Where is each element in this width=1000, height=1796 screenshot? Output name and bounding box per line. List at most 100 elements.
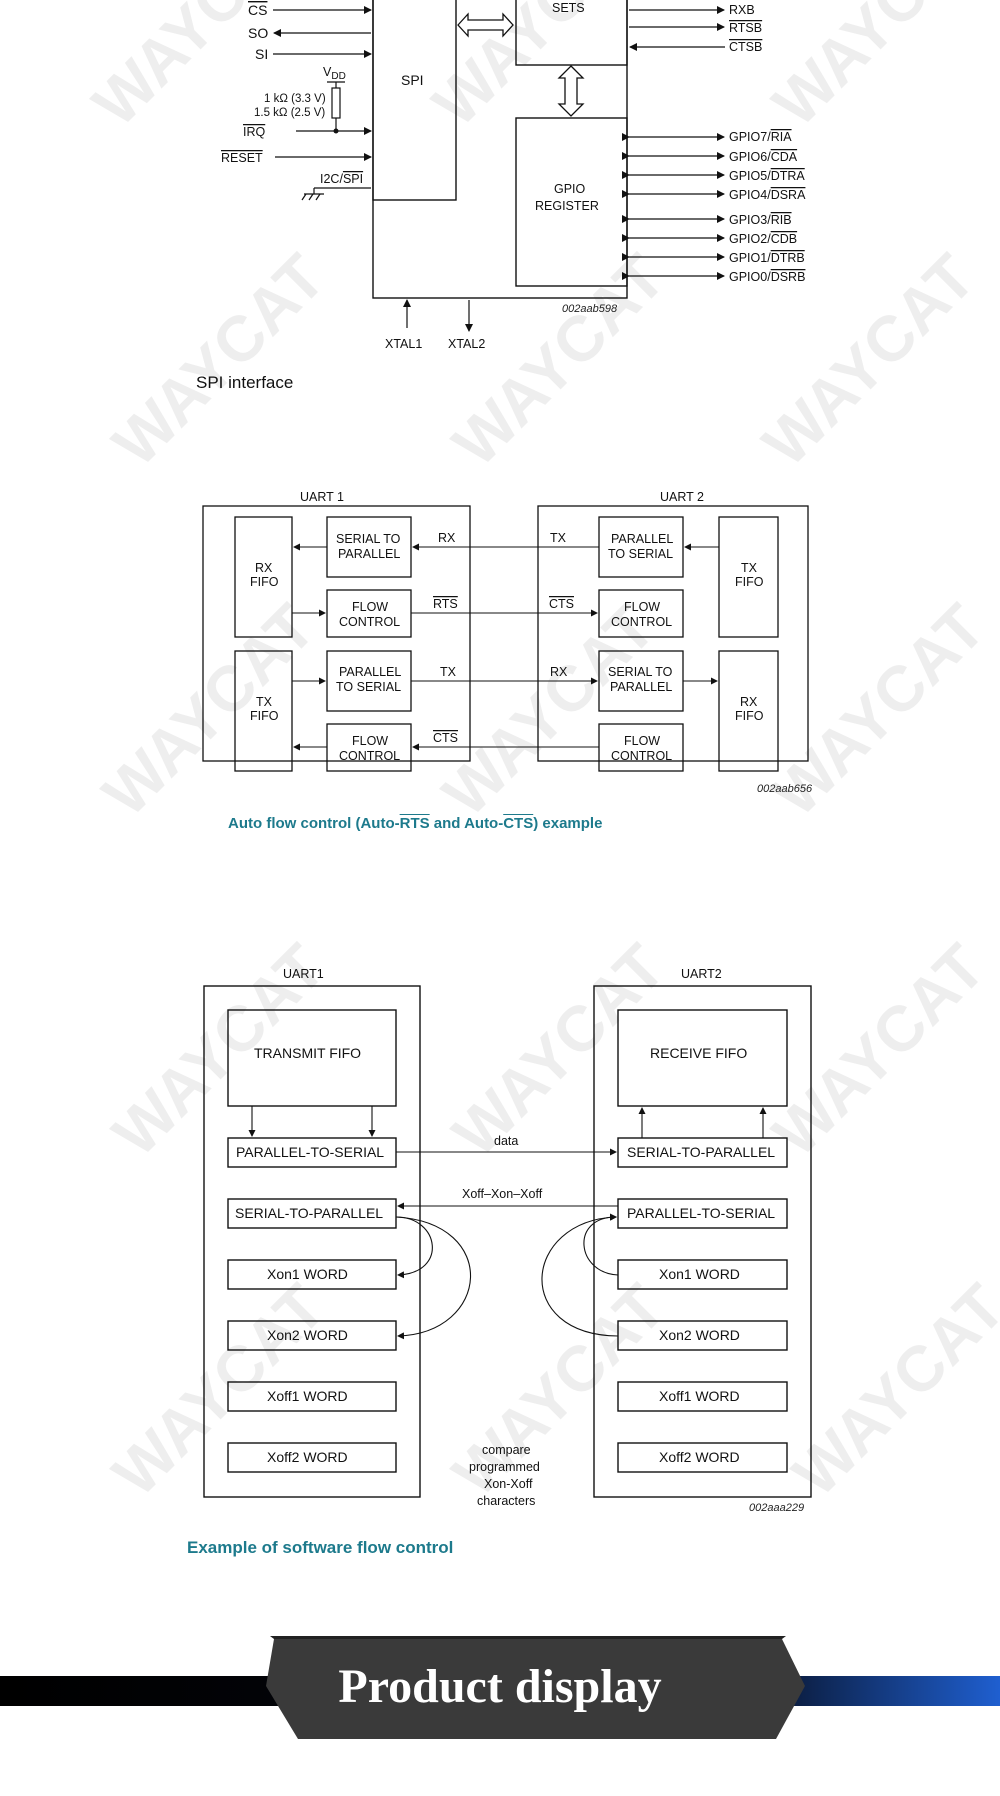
p2s-label: PARALLEL-TO-SERIAL <box>627 1205 775 1221</box>
xoff-xon-xoff-label: Xoff–Xon–Xoff <box>462 1187 543 1201</box>
p2s-label-2: TO SERIAL <box>336 680 401 694</box>
gpio4-label: GPIO4/DSRA <box>729 188 806 202</box>
s2p-label: SERIAL-TO-PARALLEL <box>235 1205 383 1221</box>
uart1-title: UART 1 <box>300 490 344 504</box>
uart1-xon2-box <box>227 1320 397 1351</box>
transmit-fifo-label: TRANSMIT FIFO <box>254 1045 361 1061</box>
data-arrow-label: data <box>494 1134 518 1148</box>
s2p-label: SERIAL-TO-PARALLEL <box>627 1144 775 1160</box>
bus-arrow-vertical <box>557 65 585 117</box>
uart2-tx-fifo <box>718 516 779 638</box>
xon2-label: Xon2 WORD <box>659 1327 740 1343</box>
caption-part: ) example <box>533 815 603 832</box>
uart1-frame <box>203 985 421 1498</box>
pullup-resistor <box>331 87 341 119</box>
flow-label: FLOW <box>352 734 388 748</box>
xtal2-label: XTAL2 <box>448 337 485 351</box>
gpio3-label: GPIO3/RIB <box>729 213 792 227</box>
auto-flow-caption: Auto flow control (Auto-RTS and Auto-CTS… <box>228 815 602 832</box>
xon1-label: Xon1 WORD <box>267 1266 348 1282</box>
uart1-xoff1-box <box>227 1381 397 1412</box>
pin-rtsb-label: RTSB <box>729 21 762 35</box>
tx-fifo-label: TX <box>256 695 273 709</box>
signal-cts-label: CTS <box>433 731 458 745</box>
flow-label-2: CONTROL <box>339 749 400 763</box>
tx-fifo-label-2: FIFO <box>735 575 764 589</box>
uart2-xoff2-box <box>617 1442 788 1473</box>
gpio2-label: GPIO2/CDB <box>729 232 797 246</box>
spi-block <box>372 0 457 201</box>
uart1-title: UART1 <box>283 967 324 981</box>
gpio5-label: GPIO5/DTRA <box>729 169 805 183</box>
uart1-xon1-box <box>227 1259 397 1290</box>
software-flow-control-diagram: UART1 UART2 TRANSMIT FIFO RECEIVE FIFO P… <box>203 967 812 1514</box>
pin-cs-label: CS <box>248 2 267 18</box>
compare-label-2: programmed <box>469 1460 540 1474</box>
xon1-label: Xon1 WORD <box>659 1266 740 1282</box>
uart1-frame <box>202 505 471 762</box>
p2s-label-2: TO SERIAL <box>608 547 673 561</box>
sets-block-label: SETS <box>552 1 585 15</box>
bus-arrow-horizontal <box>457 12 514 38</box>
tx-fifo-label-2: FIFO <box>250 709 279 723</box>
flow-label-2: CONTROL <box>611 749 672 763</box>
uart2-serial-to-parallel-box <box>617 1137 788 1168</box>
uart2-parallel-to-serial-box <box>617 1198 788 1229</box>
uart2-xoff1-box <box>617 1381 788 1412</box>
receive-fifo-label: RECEIVE FIFO <box>650 1045 747 1061</box>
pin-ctsb-label: CTSB <box>729 40 762 54</box>
rx-fifo-label-2: FIFO <box>250 575 279 589</box>
spi-block-label: SPI <box>401 72 424 88</box>
flow-label: FLOW <box>624 600 660 614</box>
spi-interface-diagram: CS SO SI VDD 1 kΩ (3.3 V) 1.5 kΩ (2.5 V)… <box>221 0 806 351</box>
xon2-label: Xon2 WORD <box>267 1327 348 1343</box>
product-display-banner <box>0 1636 1000 1739</box>
caption-part: Auto flow control (Auto- <box>228 815 400 832</box>
gpio-block-label-2: REGISTER <box>535 199 599 213</box>
resistor1-label: 1 kΩ (3.3 V) <box>264 93 326 105</box>
uart2-flow-control-top <box>598 589 684 638</box>
gpio-register-block <box>515 117 628 287</box>
tx-fifo-label: TX <box>741 561 758 575</box>
caption-cts: CTS <box>503 815 534 832</box>
rx-fifo-label: RX <box>740 695 758 709</box>
irq-label: IRQ <box>243 125 266 139</box>
p2s-label: PARALLEL <box>339 665 401 679</box>
compare-label-3: Xon-Xoff <box>484 1477 533 1491</box>
signal-rx-label: RX <box>550 665 568 679</box>
s2p-label: SERIAL TO <box>608 665 673 679</box>
s2p-label: SERIAL TO <box>336 532 401 546</box>
uart1-xoff2-box <box>227 1442 397 1473</box>
signal-rx-label: RX <box>438 531 456 545</box>
receive-fifo-box <box>617 1009 788 1107</box>
junction-dot <box>333 128 339 134</box>
gpio-block-label: GPIO <box>554 182 586 196</box>
sets-block <box>515 0 628 66</box>
gpio7-label: GPIO7/RIA <box>729 130 792 144</box>
flow-label: FLOW <box>624 734 660 748</box>
banner-tab-edge <box>270 1636 786 1639</box>
software-flow-caption: Example of software flow control <box>187 1538 454 1557</box>
figure-code: 002aab656 <box>757 783 813 795</box>
uart2-rx-fifo <box>718 650 779 772</box>
resistor2-label: 1.5 kΩ (2.5 V) <box>254 107 325 119</box>
i2c-spi-label: I2C/SPI <box>320 172 363 186</box>
p2s-label: PARALLEL-TO-SERIAL <box>236 1144 384 1160</box>
xoff2-label: Xoff2 WORD <box>659 1449 740 1465</box>
gpio6-label: GPIO6/CDA <box>729 150 798 164</box>
uart2-frame <box>537 505 809 762</box>
uart2-title: UART 2 <box>660 490 704 504</box>
uart1-rx-fifo <box>234 516 293 638</box>
reset-label: RESET <box>221 151 263 165</box>
compare-label: compare <box>482 1443 531 1457</box>
pin-si-label: SI <box>255 46 268 62</box>
caption-part: and Auto- <box>429 815 504 832</box>
transmit-fifo-box <box>227 1009 397 1107</box>
signal-tx-label: TX <box>550 531 567 545</box>
banner-title: Product display <box>338 1660 662 1713</box>
uart1-serial-to-parallel-box <box>227 1198 397 1229</box>
spi-main-block <box>372 0 628 299</box>
uart2-title: UART2 <box>681 967 722 981</box>
flow-label-2: CONTROL <box>339 615 400 629</box>
flow-label: FLOW <box>352 600 388 614</box>
